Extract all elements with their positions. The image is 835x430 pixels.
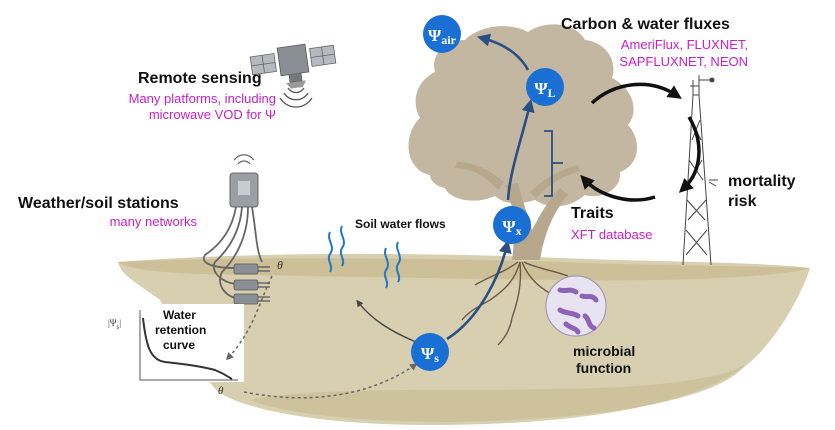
mortality-line-2: risk [728, 193, 757, 210]
microbe-icon [545, 275, 607, 337]
theta-top-label: θ [277, 258, 283, 272]
remote-sensing-sub-2: microwave VOD for Ψ [148, 107, 276, 122]
traits-bracket [544, 130, 563, 197]
water-retention-chart [134, 304, 244, 382]
fluxes-sub-2: SAPFLUXNET, NEON [619, 54, 748, 69]
svg-text:Ψx: Ψx [502, 217, 521, 238]
soil-flow-arrow [356, 299, 417, 343]
weather-stations-title: Weather/soil stations [18, 195, 179, 212]
satellite-icon [249, 43, 337, 89]
water-path-arrows [446, 33, 535, 341]
flux-tower-icon [682, 75, 718, 266]
weather-station-icon [202, 154, 270, 305]
psi-leaf-node: ΨL [526, 68, 564, 106]
flux-cycle-arrows [580, 82, 701, 202]
remote-sensing-sub-1: Many platforms, including [128, 91, 276, 106]
curve-label-1: Water [163, 308, 196, 322]
psi-soil-node: Ψs [411, 333, 449, 371]
curve-y-label: |Ψs| [108, 318, 121, 331]
microbial-line-2: function [576, 360, 632, 376]
soil-water-flows-label: Soil water flows [355, 217, 446, 231]
microbial-line-1: microbial [573, 343, 636, 359]
weather-stations-sub: many networks [109, 214, 197, 229]
svg-text:ΨL: ΨL [534, 79, 555, 100]
water-flow-icon [327, 225, 401, 289]
remote-sensing-title: Remote sensing [138, 70, 262, 87]
curve-label-2: retention [155, 323, 207, 337]
curve-label-3: curve [163, 338, 196, 352]
dashed-link-curve [225, 275, 273, 361]
svg-text:Ψs: Ψs [421, 344, 439, 365]
traits-sub: XFT database [571, 227, 653, 242]
curve-x-label: θ [218, 385, 224, 397]
mortality-line-1: mortality [728, 173, 796, 190]
dashed-link-soil [243, 363, 418, 399]
psi-xylem-node: Ψx [493, 206, 531, 244]
svg-text:Ψair: Ψair [428, 26, 457, 47]
soil-layer [118, 253, 810, 425]
traits-title: Traits [571, 205, 614, 222]
signal-waves-icon [279, 87, 313, 108]
fluxes-sub-1: AmeriFlux, FLUXNET, [620, 37, 748, 52]
fluxes-title: Carbon & water fluxes [561, 16, 730, 33]
psi-air-node: Ψair [423, 15, 461, 53]
